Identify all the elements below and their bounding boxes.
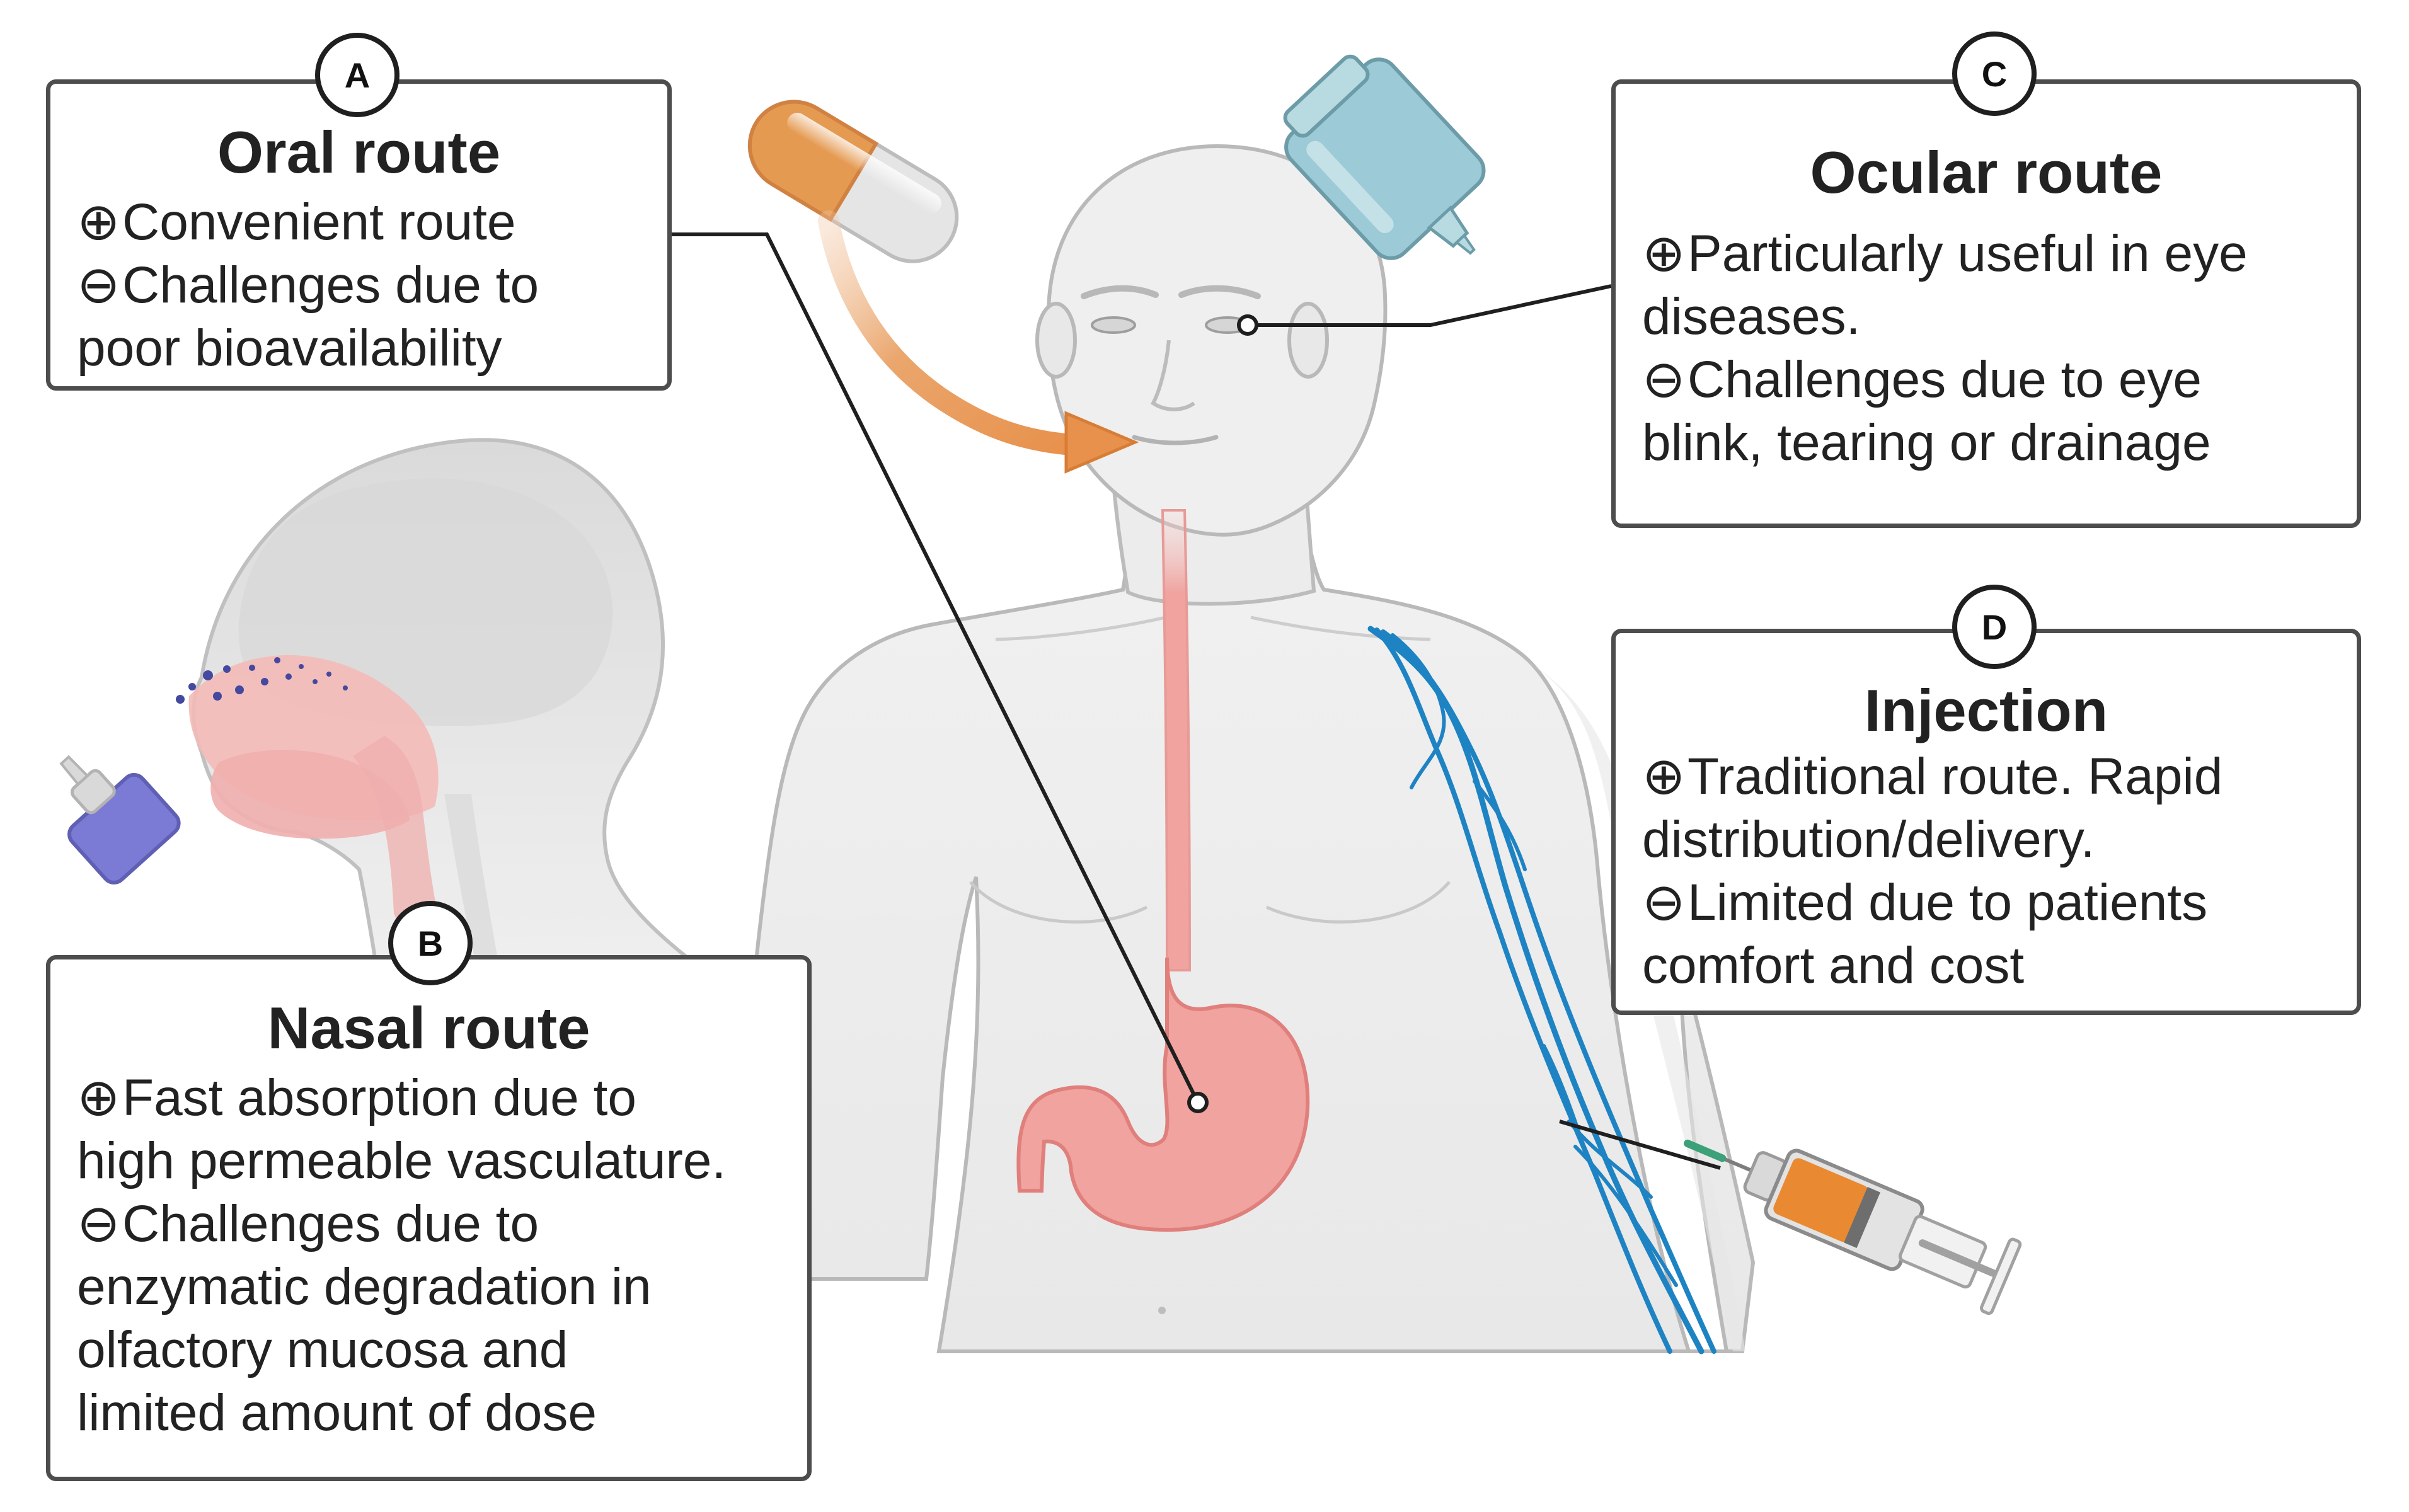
left-brow	[1081, 285, 1159, 299]
injection-route-title: Injection	[1864, 677, 2108, 743]
ocular-callout-line	[1248, 284, 1612, 327]
vein-network-icon	[1367, 626, 1716, 1354]
left-ear	[1035, 302, 1077, 379]
stomach-icon	[1016, 957, 1310, 1232]
marker-c: C	[1952, 32, 2037, 116]
nasal-spray-icon	[59, 755, 181, 885]
minus-circle-icon: ⊖	[1642, 873, 1686, 931]
human-head	[1035, 144, 1388, 606]
left-eye	[1091, 316, 1136, 334]
nasal-route-line-2: high permeable vasculature.	[77, 1131, 727, 1189]
minus-circle-icon: ⊖	[77, 256, 120, 314]
oral-route-arrowhead	[1064, 411, 1139, 474]
navel	[1158, 1307, 1166, 1314]
plus-circle-icon: ⊕	[1642, 747, 1686, 805]
chest-contour-left	[969, 881, 1148, 924]
injection-callout-line	[1559, 1120, 1721, 1170]
minus-circle-icon: ⊖	[1642, 350, 1686, 408]
oral-cavity	[210, 750, 410, 839]
right-brow	[1178, 285, 1261, 299]
eye-dropper-icon	[1283, 54, 1486, 260]
oral-route-line-1: ⊕Convenient route	[77, 191, 641, 254]
ocular-route-line-4: blink, tearing or drainage	[1642, 413, 2211, 471]
clavicle-left	[995, 616, 1166, 641]
clavicle-right	[1250, 616, 1431, 641]
ocular-route-box: Ocular route ⊕Particularly useful in eye…	[1611, 79, 2361, 528]
minus-circle-icon: ⊖	[77, 1194, 120, 1252]
mouth	[1132, 435, 1219, 445]
plus-circle-icon: ⊕	[77, 1068, 120, 1126]
nasal-route-line-6: limited amount of dose	[77, 1383, 597, 1441]
nasal-route-title: Nasal route	[267, 995, 590, 1061]
oral-route-title: Oral route	[217, 119, 501, 185]
digestive-tract	[1016, 509, 1310, 1232]
nose	[1151, 340, 1195, 411]
ocular-route-line-2: diseases.	[1642, 287, 1861, 345]
marker-d: D	[1952, 585, 2037, 669]
oral-route-arrow	[818, 210, 1083, 455]
oral-route-line-3: poor bioavailability	[77, 319, 502, 377]
oral-callout-line	[672, 232, 1200, 1104]
oral-route-box: Oral route ⊕Convenient route ⊖Challenges…	[46, 79, 672, 391]
marker-b: B	[388, 901, 473, 985]
right-ear	[1287, 302, 1329, 379]
chest-contour-right	[1265, 881, 1451, 924]
oral-route-line-2: ⊖Challenges due to	[77, 254, 641, 317]
nasal-route-line-5: olfactory mucosa and	[77, 1320, 568, 1378]
injection-route-line-4: comfort and cost	[1642, 936, 2025, 994]
nasal-route-line-3: ⊖Challenges due to	[77, 1193, 781, 1256]
ocular-route-line-1: ⊕Particularly useful in eye	[1642, 222, 2330, 285]
capsule-icon	[747, 100, 959, 263]
body-torso-shape	[733, 490, 1756, 1353]
spine-column	[444, 794, 501, 976]
injection-route-line-1: ⊕Traditional route. Rapid	[1642, 745, 2330, 808]
injection-route-line-3: ⊖Limited due to patients	[1642, 871, 2330, 934]
ocular-route-title: Ocular route	[1810, 139, 2163, 205]
injection-route-box: Injection ⊕Traditional route. Rapid dist…	[1611, 629, 2361, 1015]
olfactory-particles	[176, 657, 348, 704]
ocular-callout-dot	[1237, 314, 1258, 336]
syringe-icon	[1684, 1139, 2022, 1315]
esophagus	[1161, 509, 1192, 971]
ocular-route-line-3: ⊖Challenges due to eye	[1642, 348, 2330, 411]
plus-circle-icon: ⊕	[77, 193, 120, 251]
plus-circle-icon: ⊕	[1642, 224, 1686, 282]
human-body	[733, 490, 1756, 1353]
nasal-route-line-1: ⊕Fast absorption due to	[77, 1067, 781, 1130]
oral-callout-dot	[1187, 1092, 1209, 1113]
nasal-route-line-4: enzymatic degradation in	[77, 1257, 652, 1315]
nasal-route-box: Nasal route ⊕Fast absorption due to high…	[46, 955, 812, 1481]
side-head-anatomy	[176, 438, 716, 978]
marker-a: A	[315, 33, 400, 117]
callout-lines	[672, 232, 1721, 1170]
arm-sleeve	[1513, 654, 1745, 1351]
injection-route-line-2: distribution/delivery.	[1642, 810, 2095, 868]
